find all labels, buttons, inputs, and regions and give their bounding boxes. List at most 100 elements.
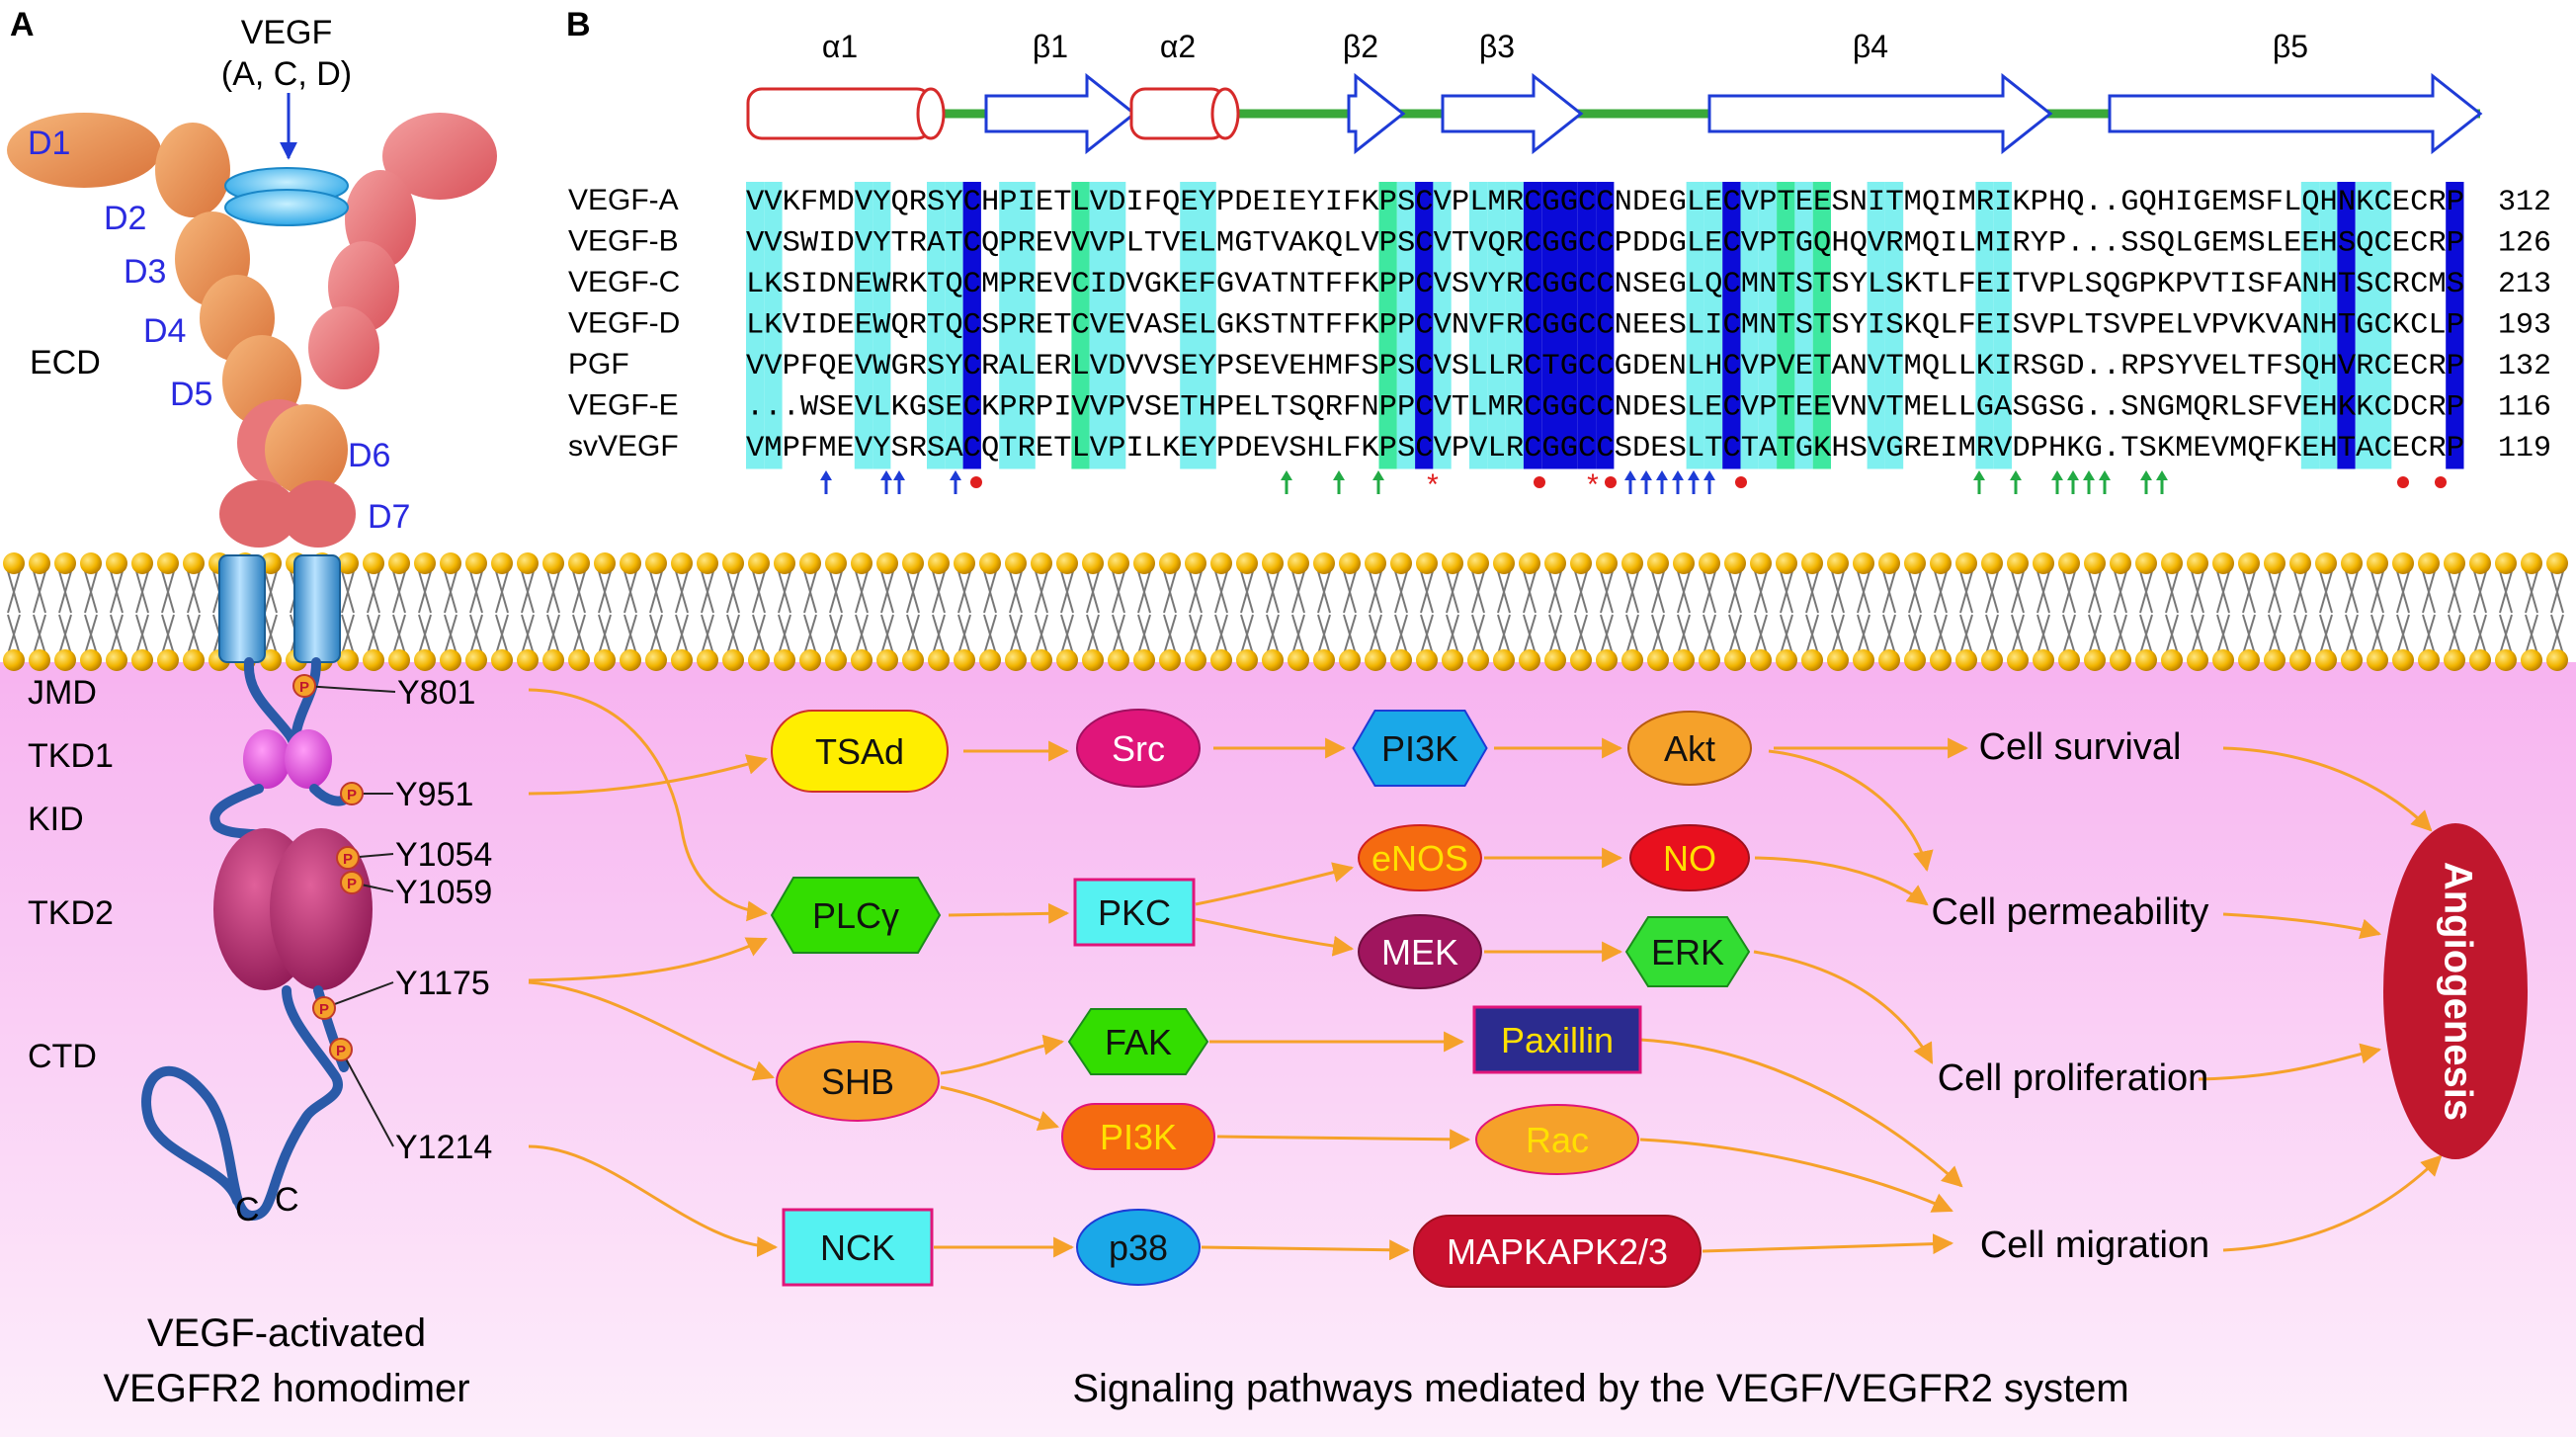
lipid-tail [726, 614, 740, 655]
lipid-tail [623, 614, 637, 655]
lipid-tail [2268, 570, 2282, 614]
lipid-head [1031, 649, 1052, 671]
lipid-head [2289, 649, 2311, 671]
conservation-cell [1180, 386, 1199, 428]
angiogenesis-label: Angiogenesis [2436, 862, 2479, 1121]
conservation-cell [2300, 428, 2320, 469]
lipid-tail [957, 614, 971, 655]
conservation-cell [1089, 182, 1108, 223]
conservation-cell [945, 304, 963, 346]
lipid-head [2469, 552, 2491, 574]
conservation-cell [1812, 346, 1831, 387]
lipid-tail [1471, 614, 1485, 655]
region-jmd: JMD [28, 674, 97, 712]
lipid-head [1365, 649, 1386, 671]
conservation-cell [2355, 346, 2373, 387]
lipid-tail [444, 614, 457, 655]
conservation-cell [1596, 304, 1615, 346]
conservation-cell [927, 222, 946, 264]
lipid-tail [649, 614, 663, 655]
up-arrow-head [1688, 470, 1700, 480]
conservation-cell [1017, 304, 1036, 346]
lipid-head [722, 552, 744, 574]
strand-arrow [984, 72, 1137, 155]
lipid-head [106, 649, 127, 671]
sse-label: α1 [822, 29, 858, 64]
pathway-arrow [528, 1144, 779, 1258]
sequence-end-number: 213 [2498, 268, 2551, 301]
lipid-tail [1677, 614, 1691, 655]
node-label-enos: eNOS [1371, 838, 1468, 879]
conservation-cell [1523, 182, 1542, 223]
lipid-tail [675, 570, 689, 614]
conservation-cell [999, 386, 1018, 428]
conservation-cell [1180, 182, 1199, 223]
conservation-cell [2355, 222, 2373, 264]
conservation-cell [1108, 222, 1126, 264]
conservation-cell [2319, 428, 2338, 469]
phospho-label: P [347, 787, 357, 803]
node-label-p38: p38 [1109, 1227, 1168, 1268]
lipid-tail [2345, 614, 2359, 655]
conservation-cell [1758, 304, 1778, 346]
pathway-arrow [528, 980, 775, 1081]
conservation-cell [854, 182, 873, 223]
conservation-cell [1415, 264, 1434, 305]
lipid-tail [1574, 614, 1588, 655]
lipid-tail [1394, 570, 1408, 614]
lipid-head [1519, 649, 1540, 671]
phospho-label: P [299, 679, 309, 696]
lipid-tail [1112, 614, 1125, 655]
up-arrow-head [820, 470, 832, 480]
lipid-tail [2396, 570, 2410, 614]
star-marker: * [1427, 468, 1439, 501]
region-tkd2: TKD2 [28, 894, 114, 932]
lipid-head [1699, 649, 1720, 671]
lipid-tail [1240, 570, 1254, 614]
node-label-fak: FAK [1105, 1022, 1172, 1062]
sequence-string: LKVIDEEWQRTQCSPRETCVEVASELGKSTNTFFKPPCVN… [746, 309, 2464, 343]
lipid-head [1930, 649, 1952, 671]
sequence-end-number: 193 [2498, 309, 2551, 343]
conservation-cell [1523, 428, 1542, 469]
domain-label-d6: D6 [348, 437, 390, 474]
lipid-tail [110, 570, 124, 614]
lipid-tail [2242, 614, 2256, 655]
conservation-cell [1433, 346, 1452, 387]
ecd-label: ECD [30, 344, 101, 381]
lipid-head [928, 649, 950, 671]
conservation-cell [1541, 428, 1560, 469]
c-terminus-right: C [275, 1181, 299, 1219]
site-y1175: Y1175 [395, 965, 490, 1002]
lipid-head [2546, 649, 2568, 671]
conservation-cell [854, 264, 873, 305]
lipid-tail [2088, 570, 2102, 614]
conservation-cell [854, 304, 873, 346]
lipid-head [1185, 552, 1206, 574]
tm-helix-right [293, 554, 341, 663]
conservation-cell [1975, 386, 1994, 428]
conservation-cell [764, 304, 783, 346]
lipid-head [1133, 649, 1155, 671]
lipid-tail [752, 570, 766, 614]
lipid-head [1570, 649, 1592, 671]
lipid-head [851, 649, 873, 671]
conservation-cell [1703, 264, 1723, 305]
up-arrow-head [880, 470, 892, 480]
lipid-tail [1857, 614, 1870, 655]
lipid-head [568, 649, 590, 671]
lipid-head [1467, 649, 1489, 671]
lipid-tail [701, 570, 714, 614]
conservation-cell [962, 386, 981, 428]
site-y801: Y801 [397, 674, 475, 712]
lipid-head [2007, 649, 2029, 671]
conservation-cell [1884, 428, 1904, 469]
lipid-tail [2345, 570, 2359, 614]
lipid-tail [341, 570, 355, 614]
lipid-tail [1214, 614, 1228, 655]
conservation-cell [746, 428, 765, 469]
conservation-cell [2373, 386, 2392, 428]
sequence-string: ...WSEVLKGSECKPRPIVVPVSETHPELTSQRFNPPCVT… [746, 391, 2464, 425]
lipid-head [902, 649, 924, 671]
lipid-head [2264, 552, 2285, 574]
